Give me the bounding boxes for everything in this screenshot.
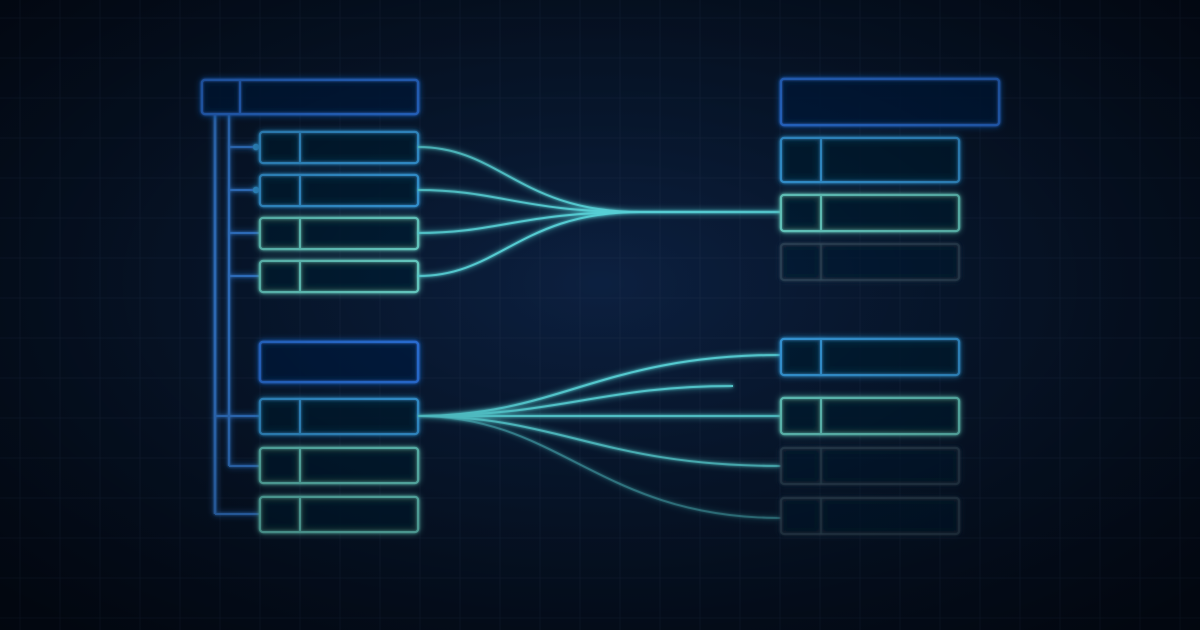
left-table-bottom-row [258, 446, 420, 485]
right-table-top-row [779, 136, 961, 184]
left-table-bottom [258, 340, 420, 534]
left-table-top-row [258, 130, 420, 165]
left-table-bottom-row [258, 397, 420, 436]
right-table-bottom [779, 337, 961, 536]
right-table-bottom-row [779, 446, 961, 486]
mapping-links [417, 146, 782, 519]
right-table-top-row [779, 242, 961, 282]
left-table-top-row [258, 216, 420, 251]
spine-branch-dot [252, 186, 260, 194]
mapping-link [417, 415, 782, 519]
left-table-top-header [200, 78, 420, 116]
mapping-link [417, 211, 641, 277]
spine-branch-dot [252, 143, 260, 151]
left-table-top [200, 78, 420, 294]
right-table-top [779, 77, 1001, 282]
left-table-top-row [258, 259, 420, 294]
left-table-bottom-row [258, 495, 420, 534]
mapping-link [417, 146, 641, 213]
right-table-bottom-row [779, 396, 961, 436]
mapping-link [417, 211, 641, 234]
right-table-top-header [779, 77, 1001, 127]
right-table-top-row [779, 193, 961, 233]
left-spine-connector [213, 114, 260, 515]
right-table-bottom-row [779, 337, 961, 377]
mapping-link [417, 189, 641, 213]
right-table-bottom-row [779, 496, 961, 536]
mapping-link [417, 385, 734, 417]
left-table-top-row [258, 173, 420, 208]
left-table-bottom-header [258, 340, 420, 384]
